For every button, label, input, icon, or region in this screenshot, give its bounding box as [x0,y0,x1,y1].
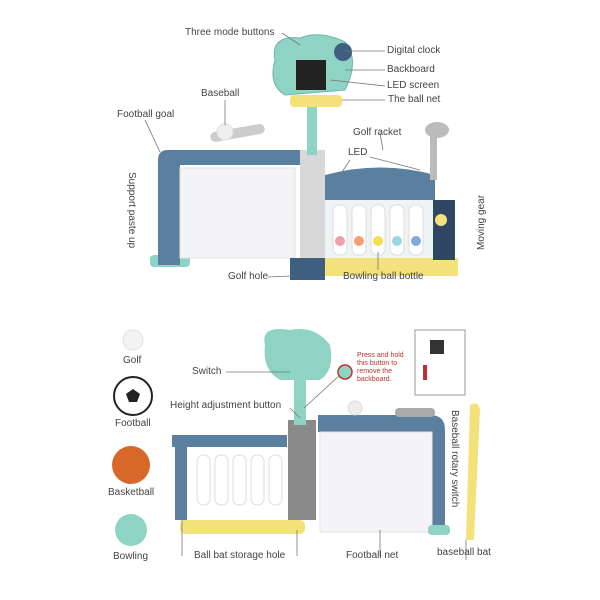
label-golf-racket: Golf racket [353,127,402,138]
label-baseball-bat: baseball bat [437,547,491,558]
label-ball-bat-storage-hole: Ball bat storage hole [194,550,286,561]
label-football-net: Football net [346,550,399,561]
note-line: this button to [357,360,398,367]
bowling-ball [115,514,147,546]
label-digital-clock: Digital clock [387,45,441,56]
basketball-ball [112,446,150,484]
label-three-mode-buttons: Three mode buttons [185,27,275,38]
label-led-screen: LED screen [387,80,440,91]
note-line: remove the [357,368,393,375]
bottom-product [172,329,480,540]
note-line: backboard. [357,376,392,383]
label-bowling: Bowling [113,551,149,562]
label-moving-gear: Moving gear [476,194,487,250]
label-height-adjustment-button: Height adjustment button [170,400,282,411]
label-football-goal: Football goal [117,109,175,120]
label-baseball-rotary-switch: Baseball rotary switch [449,410,460,508]
label-golf: Golf [123,355,142,366]
label-backboard: Backboard [387,64,435,75]
note-remove-backboard: Press and hold this button to remove the… [357,352,407,384]
label-football: Football [115,418,151,429]
label-baseball: Baseball [201,88,240,99]
label-bowling-ball-bottle: Bowling ball bottle [343,271,424,282]
golf-ball [122,329,144,351]
note-line: Press and hold [357,352,404,359]
label-ball-net: The ball net [388,94,441,105]
label-basketball: Basketball [108,487,155,498]
label-support-paste-up: Support paste up [126,172,137,249]
label-switch: Switch [192,366,222,377]
top-product [150,34,458,280]
label-golf-hole: Golf hole [228,271,269,282]
label-led: LED [348,147,368,158]
